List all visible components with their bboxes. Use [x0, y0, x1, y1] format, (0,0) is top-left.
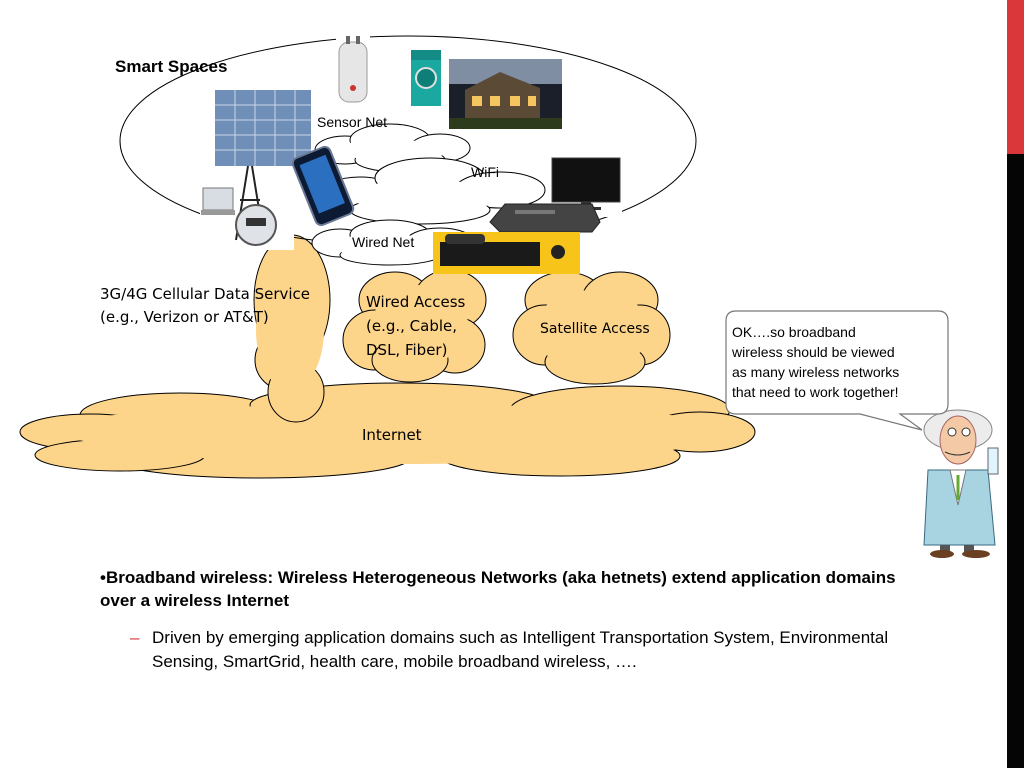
speech-line-1: OK….so broadband — [732, 324, 856, 340]
speech-line-4: that need to work together! — [732, 384, 899, 400]
cellular-service-label: 3G/4G Cellular Data Service (e.g., Veriz… — [100, 283, 310, 329]
speech-line-3: as many wireless networks — [732, 364, 900, 380]
speech-line-2: wireless should be viewed — [732, 344, 895, 360]
internet-cloud — [19, 382, 756, 479]
wired-net-label: Wired Net — [352, 234, 415, 250]
wired-access-line-1: Wired Access — [366, 293, 466, 311]
sub-bullet-text: Driven by emerging application domains s… — [152, 628, 889, 671]
wired-access-line-2: (e.g., Cable, — [366, 317, 458, 335]
cellular-line-2: (e.g., Verizon or AT&T) — [100, 308, 269, 326]
scientist-cartoon-icon — [923, 409, 999, 558]
smartphone-icon — [291, 145, 355, 227]
main-bullet: •Broadband wireless: Wireless Heterogene… — [100, 568, 896, 610]
sub-bullet-dash: – — [130, 628, 140, 647]
cellular-cloud — [253, 234, 331, 423]
speech-bubble-text: OK….so broadband wireless should be view… — [732, 322, 899, 402]
smart-meter-icon — [200, 165, 294, 250]
wired-access-line-3: DSL, Fiber) — [366, 341, 448, 359]
accent-bar-black — [1007, 154, 1024, 768]
cable-box-icon — [433, 232, 580, 274]
wired-access-cloud — [342, 269, 487, 383]
sensor-net-label: Sensor Net — [317, 114, 388, 130]
solar-panel-icon — [215, 90, 311, 166]
wired-access-label: Wired Access (e.g., Cable, DSL, Fiber) — [366, 290, 465, 362]
speech-bubble-shape — [725, 310, 949, 431]
accent-bar-red — [1007, 0, 1024, 154]
house-photo-icon — [449, 59, 562, 129]
smart-spaces-label: Smart Spaces — [115, 57, 228, 76]
internet-label: Internet — [362, 426, 422, 444]
wired-net-cloud — [311, 219, 475, 266]
satellite-access-label: Satellite Access — [540, 321, 650, 337]
satellite-access-cloud — [512, 271, 671, 385]
washer-icon — [411, 50, 441, 106]
cellular-line-1: 3G/4G Cellular Data Service — [100, 285, 311, 303]
water-heater-icon — [336, 35, 370, 105]
media-player-icon — [489, 203, 601, 233]
wifi-label: WiFi — [471, 164, 499, 180]
